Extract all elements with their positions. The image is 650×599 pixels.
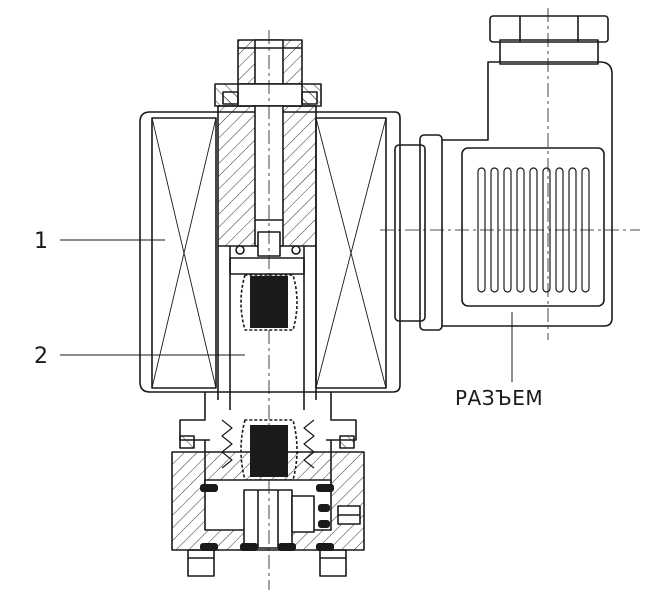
label-connector: РАЗЪЕМ bbox=[455, 386, 543, 410]
label-coil: 1 bbox=[34, 229, 48, 254]
plug-nut bbox=[217, 105, 317, 257]
top-fitting bbox=[214, 39, 322, 107]
label-core-tube: 2 bbox=[34, 344, 48, 369]
core-tube bbox=[217, 245, 317, 410]
bottom-ports bbox=[187, 549, 347, 577]
connector-plug bbox=[394, 15, 613, 331]
valve-body bbox=[171, 451, 365, 551]
center-lines bbox=[268, 8, 640, 590]
leader-lines bbox=[60, 239, 513, 382]
